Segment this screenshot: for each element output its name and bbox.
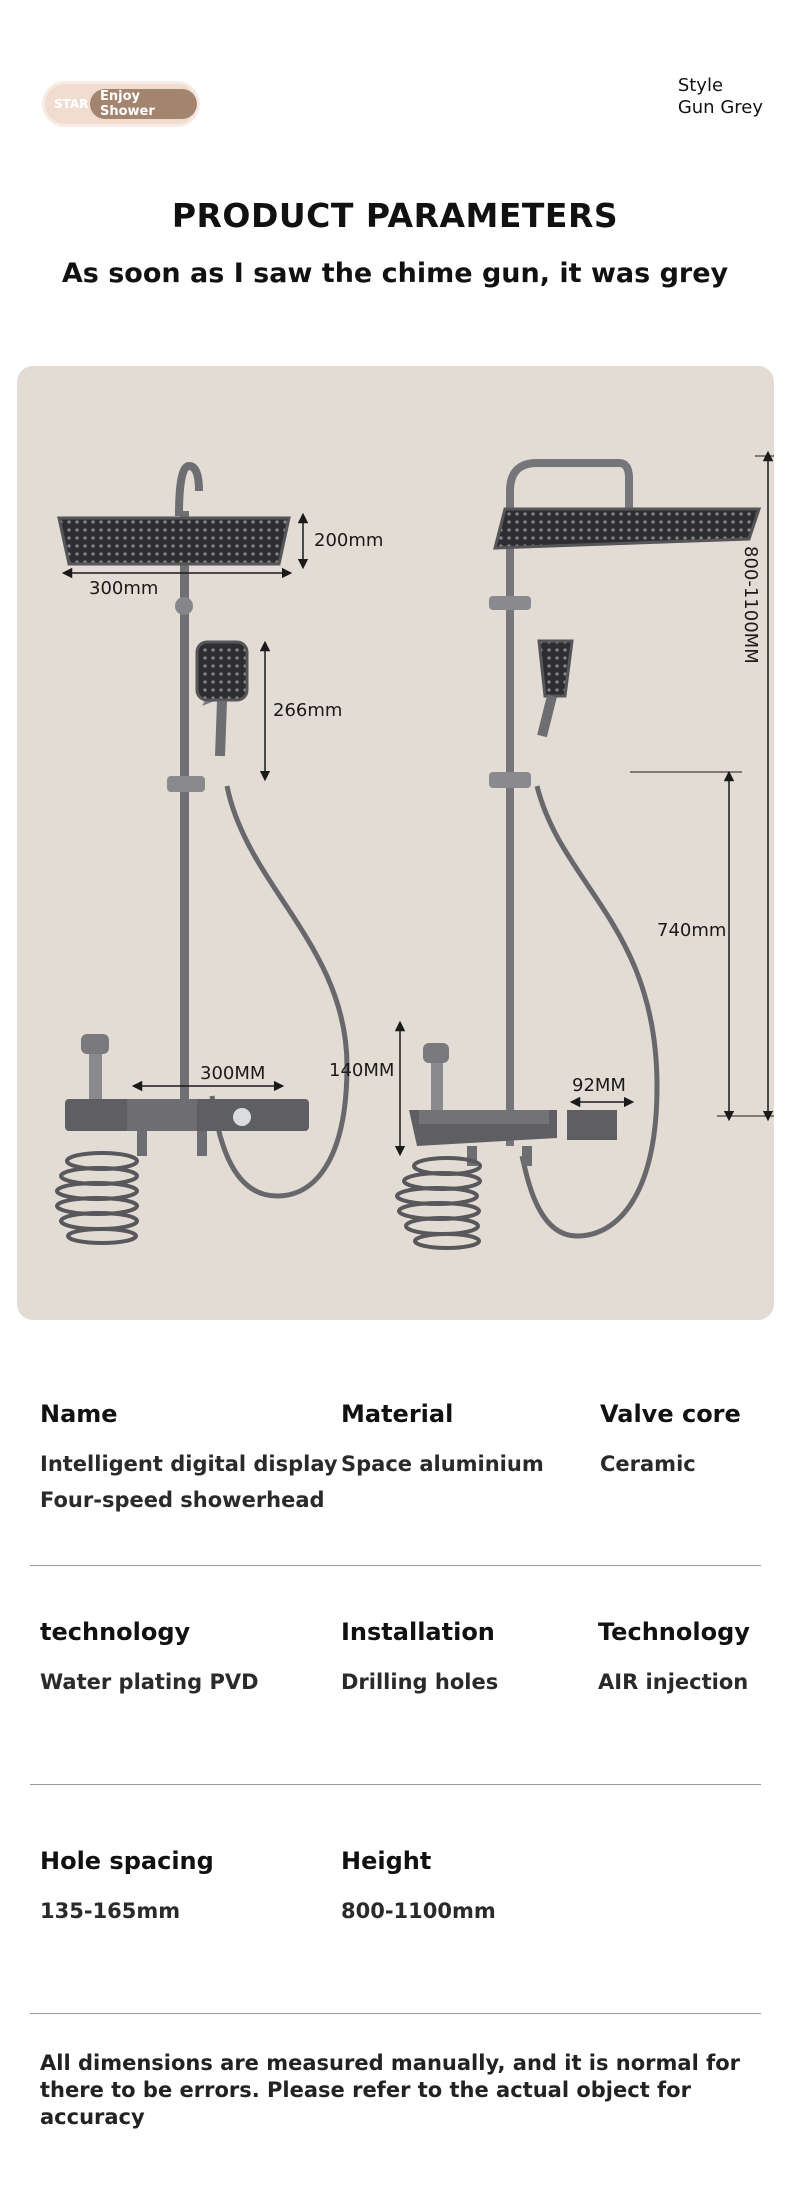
param-label: Height [341, 1847, 432, 1875]
dim-shelf-width: 300MM [200, 1063, 265, 1084]
param-technology: technology Water plating PVD [40, 1618, 259, 1700]
param-technology-2: Technology AIR injection [598, 1618, 750, 1700]
param-value: AIR injection [598, 1670, 749, 1694]
style-label: Style [677, 75, 724, 96]
page-title: PRODUCT PARAMETERS [171, 196, 619, 235]
shower-diagram: 200mm 300mm 266mm 300MM [55, 450, 774, 1250]
param-value: Ceramic [600, 1452, 696, 1476]
param-height: Height 800-1100mm [341, 1847, 496, 1929]
style-info: Style Gun Grey [678, 75, 763, 119]
param-value: 800-1100mm [341, 1899, 496, 1923]
param-hole-spacing: Hole spacing 135-165mm [40, 1847, 214, 1929]
param-name: Name Intelligent digital display Four-sp… [40, 1400, 338, 1518]
dim-handheld-length: 266mm [273, 700, 342, 721]
param-value: Space aluminium [341, 1452, 544, 1476]
dim-shelf-height: 140MM [329, 1060, 394, 1081]
brand-badge: STAR Enjoy Shower [45, 84, 197, 124]
dim-head-width: 300mm [89, 578, 158, 599]
right-shower-side-view: 800-1100MM 740mm 140MM 92MM [329, 450, 774, 1250]
param-value: Four-speed showerhead [40, 1488, 325, 1512]
param-installation: Installation Drilling holes [341, 1618, 498, 1700]
dim-total-height: 800-1100MM [740, 546, 761, 664]
param-label: Name [40, 1400, 118, 1428]
product-image-panel: 200mm 300mm 266mm 300MM [17, 366, 774, 1320]
brand-tagline: Enjoy Shower [90, 89, 197, 119]
param-label: Hole spacing [40, 1847, 214, 1875]
dim-head-depth: 200mm [314, 530, 383, 551]
disclaimer-note: All dimensions are measured manually, an… [40, 2051, 741, 2129]
divider [30, 1784, 761, 1785]
param-value: 135-165mm [40, 1899, 181, 1923]
param-label: Technology [598, 1618, 750, 1646]
dim-bar-height: 740mm [657, 920, 726, 941]
param-label: technology [40, 1618, 191, 1646]
brand-name: STAR [54, 97, 89, 111]
param-value: Intelligent digital display [40, 1452, 338, 1476]
param-value: Drilling holes [341, 1670, 499, 1694]
left-shower-front-view: 200mm 300mm 266mm 300MM [55, 461, 383, 1245]
param-valve-core: Valve core Ceramic [600, 1400, 741, 1482]
dim-shelf-depth: 92MM [572, 1075, 626, 1096]
divider [30, 1565, 761, 1566]
param-material: Material Space aluminium [341, 1400, 544, 1482]
page-subtitle: As soon as I saw the chime gun, it was g… [61, 258, 729, 289]
param-label: Material [341, 1400, 454, 1428]
param-label: Installation [341, 1618, 495, 1646]
style-value: Gun Grey [677, 97, 763, 118]
param-value: Water plating PVD [40, 1670, 259, 1694]
divider [30, 2013, 761, 2014]
param-label: Valve core [600, 1400, 741, 1428]
